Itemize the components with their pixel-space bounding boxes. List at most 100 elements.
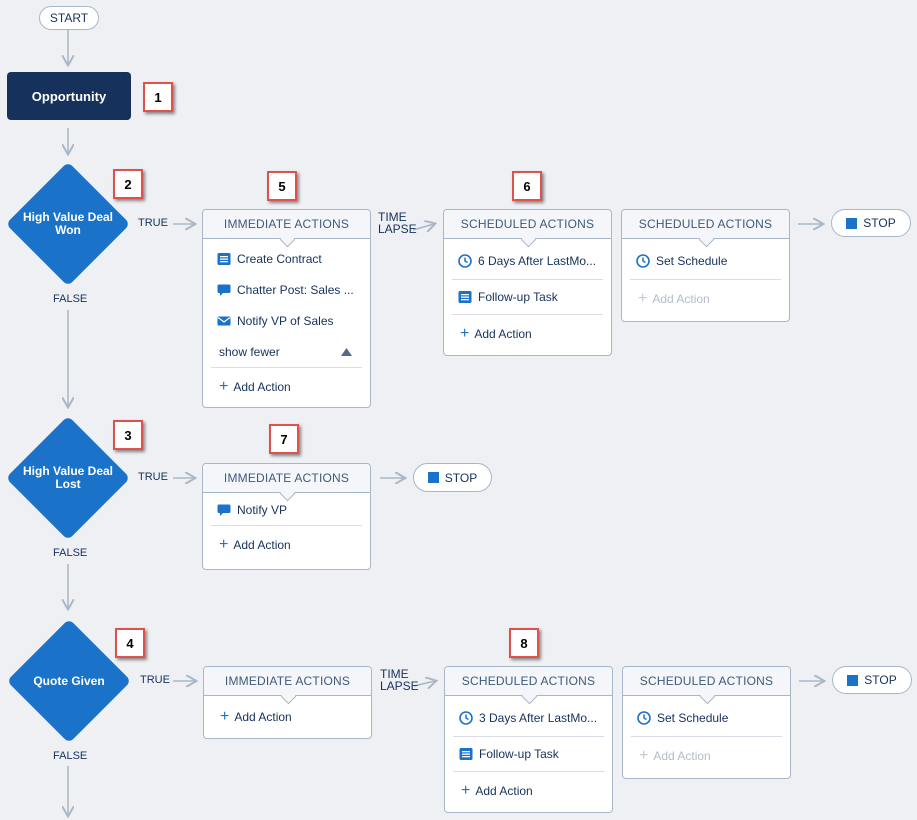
false-label-1: FALSE — [53, 293, 88, 305]
false-label-3: FALSE — [53, 750, 88, 762]
action-chatter-post[interactable]: Chatter Post: Sales ... — [203, 274, 370, 305]
step-badge-3: 3 — [113, 420, 143, 450]
schedule-label: 6 Days After LastMo... — [478, 254, 597, 268]
step-badge-5: 5 — [267, 171, 297, 201]
email-icon — [217, 316, 231, 325]
stop-icon — [427, 472, 439, 483]
stop-label: STOP — [864, 673, 897, 687]
set-schedule-link[interactable]: Set Schedule — [622, 239, 789, 279]
action-label: Follow-up Task — [478, 290, 558, 304]
plus-icon: + — [638, 290, 648, 307]
plus-icon: + — [639, 747, 649, 764]
scheduled-actions-panel-4: SCHEDULED ACTIONS Set Schedule + Add Acti… — [622, 666, 791, 779]
time-lapse-label-1: TIME LAPSE — [378, 210, 417, 236]
add-action-label: Add Action — [233, 538, 291, 552]
add-action-button[interactable]: + Add Action — [444, 315, 611, 353]
stop-icon — [846, 217, 858, 229]
chatter-icon — [217, 504, 231, 516]
record-icon — [458, 291, 472, 303]
start-node: START — [39, 6, 99, 30]
criteria-label-2: High Value Deal Lost — [22, 464, 114, 491]
immediate-actions-header: IMMEDIATE ACTIONS — [224, 674, 351, 688]
true-label-1: TRUE — [138, 217, 168, 229]
scheduled-actions-panel-2: SCHEDULED ACTIONS Set Schedule + Add Acti… — [621, 209, 790, 322]
add-action-label: Add Action — [652, 292, 710, 306]
stop-node-1: STOP — [831, 209, 911, 237]
add-action-label: Add Action — [233, 380, 291, 394]
record-icon — [217, 252, 231, 265]
set-schedule-label: Set Schedule — [657, 711, 729, 725]
add-action-button[interactable]: + Add Action — [203, 526, 370, 564]
action-label: Chatter Post: Sales ... — [237, 282, 354, 297]
clock-icon — [636, 254, 650, 268]
stop-node-2: STOP — [413, 463, 492, 492]
chatter-icon — [217, 284, 231, 296]
step-badge-6: 6 — [512, 171, 542, 201]
show-fewer-toggle[interactable]: show fewer — [203, 336, 370, 367]
action-follow-up-task[interactable]: Follow-up Task — [445, 737, 612, 771]
step-badge-4: 4 — [115, 628, 145, 658]
immediate-actions-panel-1: IMMEDIATE ACTIONS Create Contract Chatte… — [202, 209, 371, 408]
start-label: START — [49, 11, 89, 25]
step-badge-7: 7 — [269, 424, 299, 454]
object-name: Opportunity — [31, 88, 107, 104]
add-action-button-disabled: + Add Action — [623, 737, 790, 775]
time-lapse-label-2: TIME LAPSE — [380, 667, 419, 693]
action-label: Notify VP — [237, 502, 288, 517]
step-badge-2: 2 — [113, 169, 143, 199]
stop-node-3: STOP — [832, 666, 912, 694]
clock-icon — [458, 254, 472, 268]
true-label-3: TRUE — [140, 674, 170, 686]
action-label: Follow-up Task — [479, 747, 559, 761]
set-schedule-link[interactable]: Set Schedule — [623, 696, 790, 736]
schedule-setting[interactable]: 6 Days After LastMo... — [444, 239, 611, 279]
plus-icon: + — [460, 325, 470, 342]
scheduled-actions-header: SCHEDULED ACTIONS — [460, 217, 595, 231]
step-badge-1: 1 — [143, 82, 173, 112]
scheduled-actions-header: SCHEDULED ACTIONS — [461, 674, 596, 688]
plus-icon: + — [220, 708, 230, 725]
add-action-button[interactable]: + Add Action — [204, 696, 371, 738]
add-action-label: Add Action — [474, 327, 532, 341]
scheduled-actions-panel-3: SCHEDULED ACTIONS 3 Days After LastMo...… — [444, 666, 613, 813]
stop-icon — [847, 674, 859, 686]
action-label: Create Contract — [237, 251, 322, 266]
action-create-contract[interactable]: Create Contract — [203, 243, 370, 274]
criteria-label-1: High Value Deal Won — [22, 210, 114, 237]
plus-icon: + — [219, 378, 229, 395]
immediate-actions-panel-3: IMMEDIATE ACTIONS + Add Action — [203, 666, 372, 739]
add-action-label: Add Action — [234, 710, 292, 724]
clock-icon — [637, 711, 651, 725]
immediate-actions-header: IMMEDIATE ACTIONS — [223, 217, 350, 231]
add-action-button[interactable]: + Add Action — [203, 368, 370, 406]
immediate-actions-panel-2: IMMEDIATE ACTIONS Notify VP + Add Action — [202, 463, 371, 570]
scheduled-actions-panel-1: SCHEDULED ACTIONS 6 Days After LastMo...… — [443, 209, 612, 356]
immediate-actions-header: IMMEDIATE ACTIONS — [223, 471, 350, 485]
stop-label: STOP — [863, 216, 896, 230]
schedule-setting[interactable]: 3 Days After LastMo... — [445, 696, 612, 736]
set-schedule-label: Set Schedule — [656, 254, 728, 268]
add-action-button-disabled: + Add Action — [622, 280, 789, 318]
plus-icon: + — [219, 536, 229, 553]
triangle-up-icon — [341, 347, 352, 356]
clock-icon — [459, 711, 473, 725]
action-notify-vp-sales[interactable]: Notify VP of Sales — [203, 305, 370, 336]
action-follow-up-task[interactable]: Follow-up Task — [444, 280, 611, 314]
schedule-label: 3 Days After LastMo... — [479, 711, 598, 725]
add-action-label: Add Action — [475, 784, 533, 798]
add-action-label: Add Action — [653, 749, 711, 763]
scheduled-actions-header: SCHEDULED ACTIONS — [638, 217, 773, 231]
true-label-2: TRUE — [138, 471, 168, 483]
false-label-2: FALSE — [53, 547, 88, 559]
object-node[interactable]: Opportunity — [7, 72, 131, 120]
show-fewer-label: show fewer — [219, 344, 280, 359]
record-icon — [459, 748, 473, 760]
action-label: Notify VP of Sales — [237, 313, 334, 328]
plus-icon: + — [461, 782, 471, 799]
criteria-label-3: Quote Given — [33, 674, 105, 688]
action-notify-vp[interactable]: Notify VP — [203, 494, 370, 525]
stop-label: STOP — [444, 470, 478, 485]
step-badge-8: 8 — [509, 628, 539, 658]
scheduled-actions-header: SCHEDULED ACTIONS — [639, 674, 774, 688]
add-action-button[interactable]: + Add Action — [445, 772, 612, 810]
